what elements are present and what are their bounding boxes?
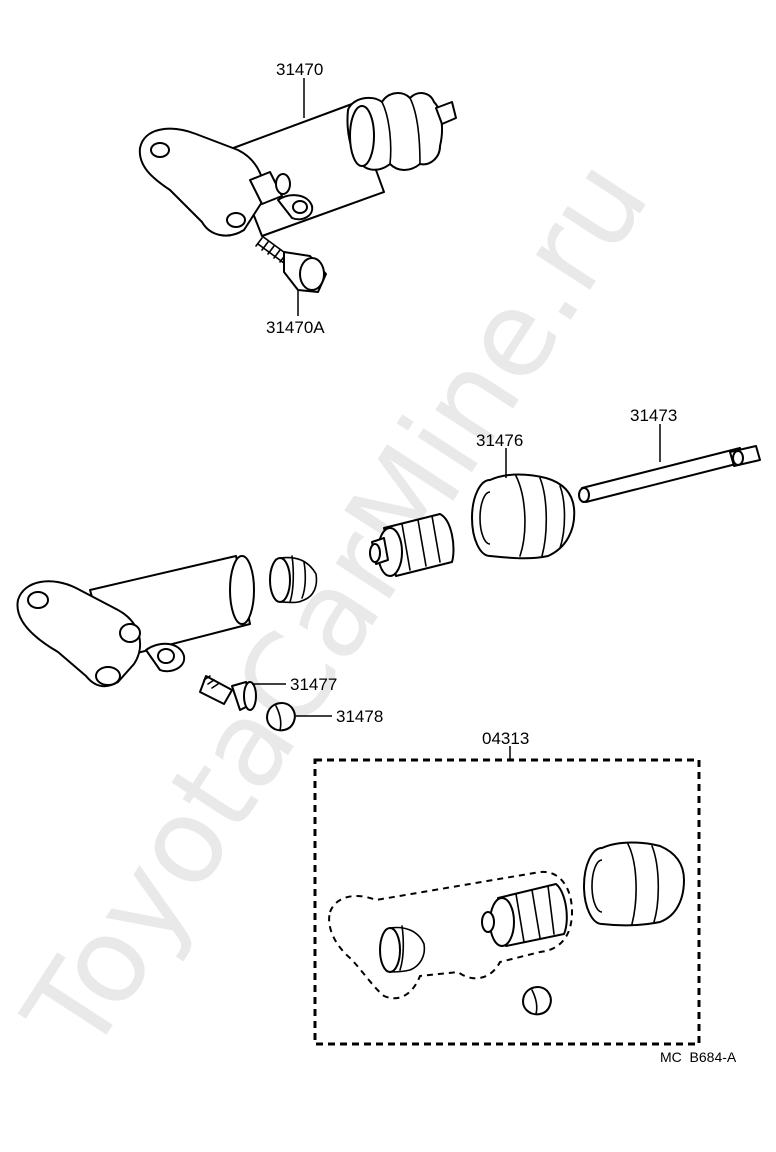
bleeder-plug xyxy=(199,675,257,711)
kit-piston xyxy=(481,883,568,947)
label-31477: 31477 xyxy=(290,675,337,694)
label-04313: 04313 xyxy=(482,729,529,748)
label-31478: 31478 xyxy=(336,707,383,726)
spring xyxy=(269,555,318,604)
cylinder-body xyxy=(16,555,255,688)
cylinder-outline xyxy=(328,870,574,1000)
push-rod xyxy=(578,445,761,503)
kit-spring xyxy=(379,925,426,973)
kit-bleeder-cap xyxy=(522,986,552,1016)
kit-boot xyxy=(583,841,685,927)
clutch-release-cylinder-assembly xyxy=(138,92,457,237)
diagram-code: MC B684-A xyxy=(660,1049,737,1065)
label-31473: 31473 xyxy=(630,406,677,425)
piston xyxy=(369,513,455,577)
repair-kit-box xyxy=(313,758,701,1046)
boot xyxy=(471,473,576,560)
label-31476: 31476 xyxy=(476,431,523,450)
bleeder-cap xyxy=(266,702,296,732)
label-31470a: 31470A xyxy=(266,318,325,337)
label-31470: 31470 xyxy=(276,60,323,79)
union-bolt xyxy=(255,235,327,293)
